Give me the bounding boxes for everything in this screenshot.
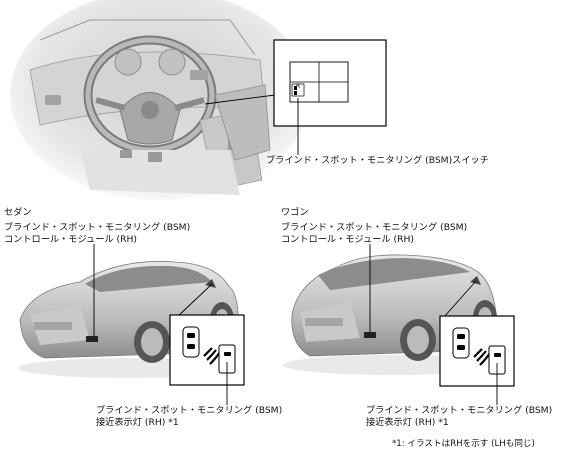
sedan-bsm-module-marker bbox=[86, 336, 98, 342]
sedan-mirror-leader bbox=[175, 283, 213, 319]
cockpit-illustration bbox=[10, 0, 310, 200]
sedan-indicator-label-2: 接近表示灯 (RH) *1 bbox=[96, 417, 179, 428]
wagon-heading: ワゴン bbox=[281, 207, 309, 218]
switch-leader-line bbox=[204, 94, 276, 105]
wagon-indicator-label-2: 接近表示灯 (RH) *1 bbox=[366, 417, 449, 428]
switch-r-label: R bbox=[296, 83, 301, 90]
wagon-mirror-leader bbox=[443, 280, 477, 318]
sedan-indicator-zoom bbox=[169, 314, 245, 386]
wagon-indicator-zoom bbox=[439, 315, 515, 387]
sedan-indicator-label-1: ブラインド・スポット・モニタリング (BSM) bbox=[96, 405, 283, 416]
steering-wheel bbox=[83, 35, 217, 155]
wagon-module-label-2: コントロール・モジュール (RH) bbox=[281, 234, 414, 245]
sedan-module-label-2: コントロール・モジュール (RH) bbox=[4, 234, 137, 245]
footnote: *1: イラストはRHを示す (LHも同じ) bbox=[392, 439, 535, 449]
sedan-heading: セダン bbox=[4, 207, 32, 218]
bsm-switch-label: ブラインド・スポット・モニタリング (BSM)スイッチ bbox=[266, 155, 489, 166]
wagon-indicator-label-1: ブラインド・スポット・モニタリング (BSM) bbox=[366, 405, 553, 416]
sedan-module-label-1: ブラインド・スポット・モニタリング (BSM) bbox=[4, 222, 191, 233]
wagon-module-label-1: ブラインド・スポット・モニタリング (BSM) bbox=[281, 222, 468, 233]
switch-zoom-box bbox=[273, 39, 387, 127]
wagon-bsm-module-marker bbox=[364, 332, 376, 338]
